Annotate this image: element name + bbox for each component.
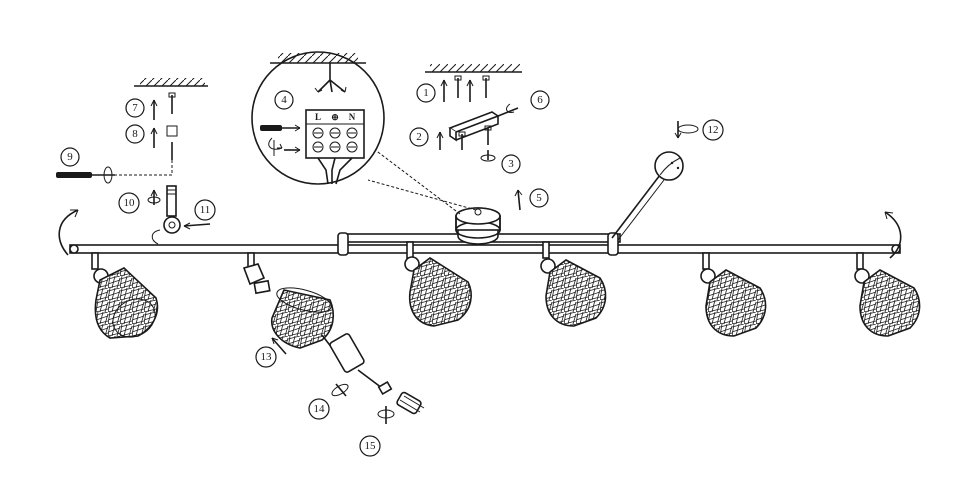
spotlight-6: [854, 252, 921, 337]
svg-text:5: 5: [536, 192, 542, 204]
callout-15: 15: [359, 435, 381, 457]
svg-text:6: 6: [537, 94, 543, 106]
svg-text:9: 9: [67, 151, 73, 163]
callout-5: 5: [529, 188, 549, 208]
callout-14: 14: [308, 398, 330, 420]
svg-text:4: 4: [281, 94, 287, 106]
svg-text:11: 11: [200, 204, 211, 216]
callout-13: 13: [255, 346, 277, 368]
svg-text:2: 2: [416, 131, 422, 143]
spotlight-3: [404, 241, 472, 327]
callout-1: 1: [416, 83, 436, 103]
side-mount-detail: [56, 78, 211, 245]
spotlight-5: [700, 252, 767, 337]
svg-text:12: 12: [708, 124, 719, 136]
svg-text:15: 15: [365, 440, 377, 452]
callout-11: 11: [194, 199, 216, 221]
terminal-label-l: L: [315, 112, 321, 122]
rotate-arrow-left: [58, 209, 79, 256]
terminal-label-ground: ⊕: [331, 112, 339, 122]
spotlight-4: [540, 241, 607, 327]
canopy: [455, 207, 501, 245]
terminal-label-n: N: [349, 112, 356, 122]
svg-text:7: 7: [132, 102, 138, 114]
rotate-arrow-right: [884, 211, 902, 259]
svg-text:3: 3: [508, 158, 514, 170]
svg-text:1: 1: [423, 87, 429, 99]
wiring-detail: [251, 51, 385, 185]
callout-2: 2: [409, 127, 429, 147]
callout-6: 6: [530, 90, 550, 110]
svg-text:13: 13: [261, 351, 273, 363]
svg-text:8: 8: [132, 128, 138, 140]
spotlight-2-exploded: [242, 252, 425, 424]
spotlight-1: [91, 252, 159, 339]
callout-4: 4: [274, 90, 294, 110]
svg-text:14: 14: [314, 403, 326, 415]
callout-3: 3: [501, 154, 521, 174]
mounting-bracket-detail: [425, 64, 522, 162]
svg-text:10: 10: [124, 197, 136, 209]
ball-joint-arm: [611, 151, 684, 241]
callout-9: 9: [60, 147, 80, 167]
callout-10: 10: [118, 192, 140, 214]
callout-8: 8: [125, 124, 145, 144]
callout-12: 12: [702, 119, 724, 141]
callout-7: 7: [125, 98, 145, 118]
